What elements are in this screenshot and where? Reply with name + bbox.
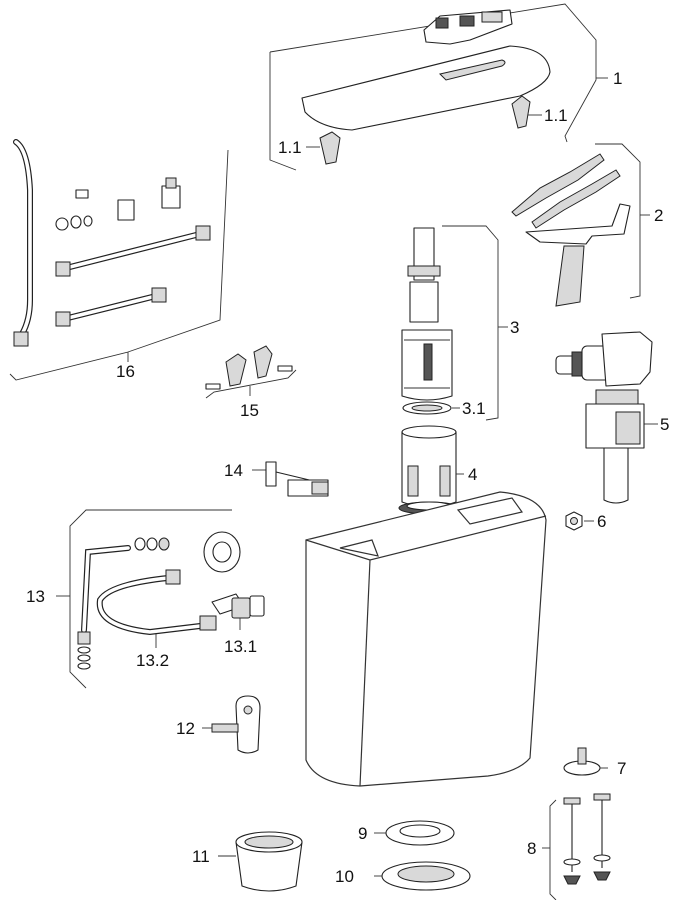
callout-16: 16 <box>116 362 135 381</box>
part-4-valve-housing <box>398 425 464 515</box>
part-16-supply-pipes <box>9 139 229 381</box>
callout-11: 11 <box>192 847 210 866</box>
part-13-connection-set <box>56 509 265 689</box>
callout-10: 10 <box>335 867 354 886</box>
callout-1-1-right: 1.1 <box>544 106 568 125</box>
part-1-cover-assembly <box>269 3 608 171</box>
part-9-seal <box>374 820 455 846</box>
callout-8: 8 <box>527 839 536 858</box>
callout-1: 1 <box>613 69 622 88</box>
callout-3-1: 3.1 <box>462 399 486 418</box>
cistern-body <box>305 491 547 787</box>
callout-5: 5 <box>660 415 669 434</box>
part-8-fixing-bolts <box>542 793 611 900</box>
callout-4: 4 <box>468 465 477 484</box>
callout-3: 3 <box>510 318 519 337</box>
callout-15: 15 <box>240 401 259 420</box>
part-7-button <box>563 747 608 776</box>
callout-1-1-left: 1.1 <box>278 138 302 157</box>
callout-7: 7 <box>617 759 626 778</box>
callout-12: 12 <box>176 719 195 738</box>
callout-14: 14 <box>224 461 243 480</box>
callout-2: 2 <box>654 206 663 225</box>
callout-6: 6 <box>597 512 606 531</box>
part-6-nut <box>565 511 594 531</box>
callout-9: 9 <box>358 824 367 843</box>
part-2-support-brackets <box>511 143 650 307</box>
part-14-lever <box>252 461 329 497</box>
callout-13-1: 13.1 <box>224 637 257 656</box>
callout-13: 13 <box>26 587 45 606</box>
callout-13-2: 13.2 <box>136 651 169 670</box>
part-12-bracket <box>202 695 261 754</box>
part-11-cup <box>218 831 303 892</box>
part-5-fill-valve <box>555 331 658 504</box>
part-10-gasket <box>374 861 471 891</box>
part-15-clip-set <box>205 345 297 399</box>
part-3-flush-valve <box>401 225 508 421</box>
